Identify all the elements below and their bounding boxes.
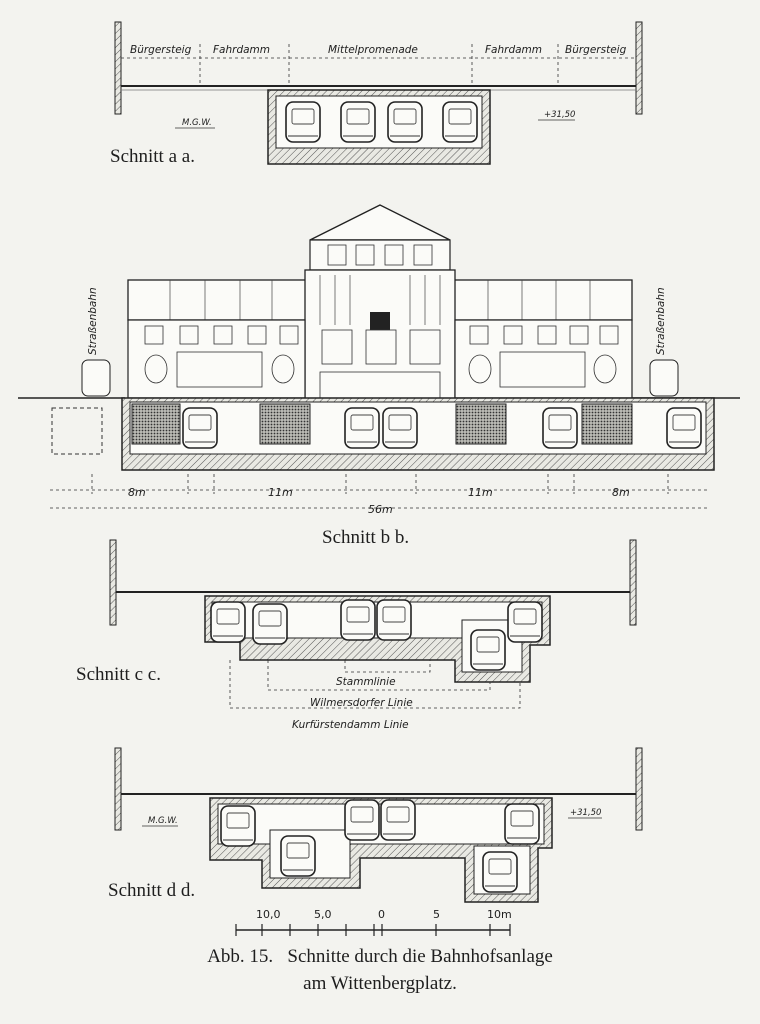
line-label-wilmersdorfer: Wilmersdorfer Linie	[310, 697, 413, 709]
scale-tick-3: 0	[378, 908, 385, 921]
section-a-drawing	[114, 21, 643, 165]
building-wall-right-d	[635, 747, 643, 831]
caption-line-1: Abb. 15. Schnitte durch die Bahnhofsanla…	[207, 946, 553, 967]
line-label-kurfuerstendamm: Kurfürstendamm Linie	[292, 719, 409, 731]
building-wall-right-c	[629, 539, 637, 626]
section-d-title: Schnitt d d.	[108, 880, 195, 901]
section-b-drawing	[18, 204, 740, 509]
dim-8m-left: 8m	[128, 486, 146, 499]
section-d-labels: M.G.W. +31,50 Schnitt d d.	[108, 808, 601, 901]
section-c-labels: Stammlinie Wilmersdorfer Linie Kurfürste…	[76, 664, 413, 731]
elevation-label-d: +31,50	[570, 808, 601, 818]
section-a-title: Schnitt a a.	[110, 146, 195, 167]
scale-tick-1: 10,0	[256, 908, 281, 921]
building-wall-left-d	[114, 747, 122, 831]
section-b-labels: Straßenbahn Straßenbahn 8m 11m 11m 8m 56…	[87, 287, 667, 548]
building-wall-right	[635, 21, 643, 115]
tram-label-left: Straßenbahn	[87, 287, 99, 355]
building-wall-left	[114, 21, 122, 115]
building-wall-left-c	[109, 539, 117, 626]
line-label-stammlinie: Stammlinie	[336, 676, 396, 688]
mgw-label-a: M.G.W.	[182, 118, 212, 128]
scale-tick-2: 5,0	[314, 908, 332, 921]
section-b-title: Schnitt b b.	[322, 527, 409, 548]
street-label-1: Bürgersteig	[130, 44, 192, 56]
dim-8m-right: 8m	[612, 486, 630, 499]
section-a-labels: Bürgersteig Fahrdamm Mittelpromenade Fah…	[110, 44, 627, 167]
elevation-label-a: +31,50	[544, 110, 575, 120]
scale-tick-5: 10m	[487, 908, 512, 921]
street-label-4: Fahrdamm	[485, 44, 542, 56]
mgw-label-d: M.G.W.	[148, 816, 178, 826]
scale-bar: 10,0 5,0 0 5 10m	[235, 908, 512, 936]
dim-56m-total: 56m	[368, 503, 393, 516]
tram-label-right: Straßenbahn	[655, 287, 667, 355]
section-d-drawing	[114, 747, 643, 903]
section-c-drawing	[109, 539, 637, 709]
section-c-title: Schnitt c c.	[76, 664, 161, 685]
dim-11m-right: 11m	[468, 486, 493, 499]
scale-tick-4: 5	[433, 908, 440, 921]
street-label-5: Bürgersteig	[565, 44, 627, 56]
figure-caption: Abb. 15. Schnitte durch die Bahnhofsanla…	[207, 946, 553, 994]
caption-line-2: am Wittenbergplatz.	[303, 973, 457, 994]
street-label-3: Mittelpromenade	[328, 44, 418, 56]
dim-11m-left: 11m	[268, 486, 293, 499]
street-label-2: Fahrdamm	[213, 44, 270, 56]
